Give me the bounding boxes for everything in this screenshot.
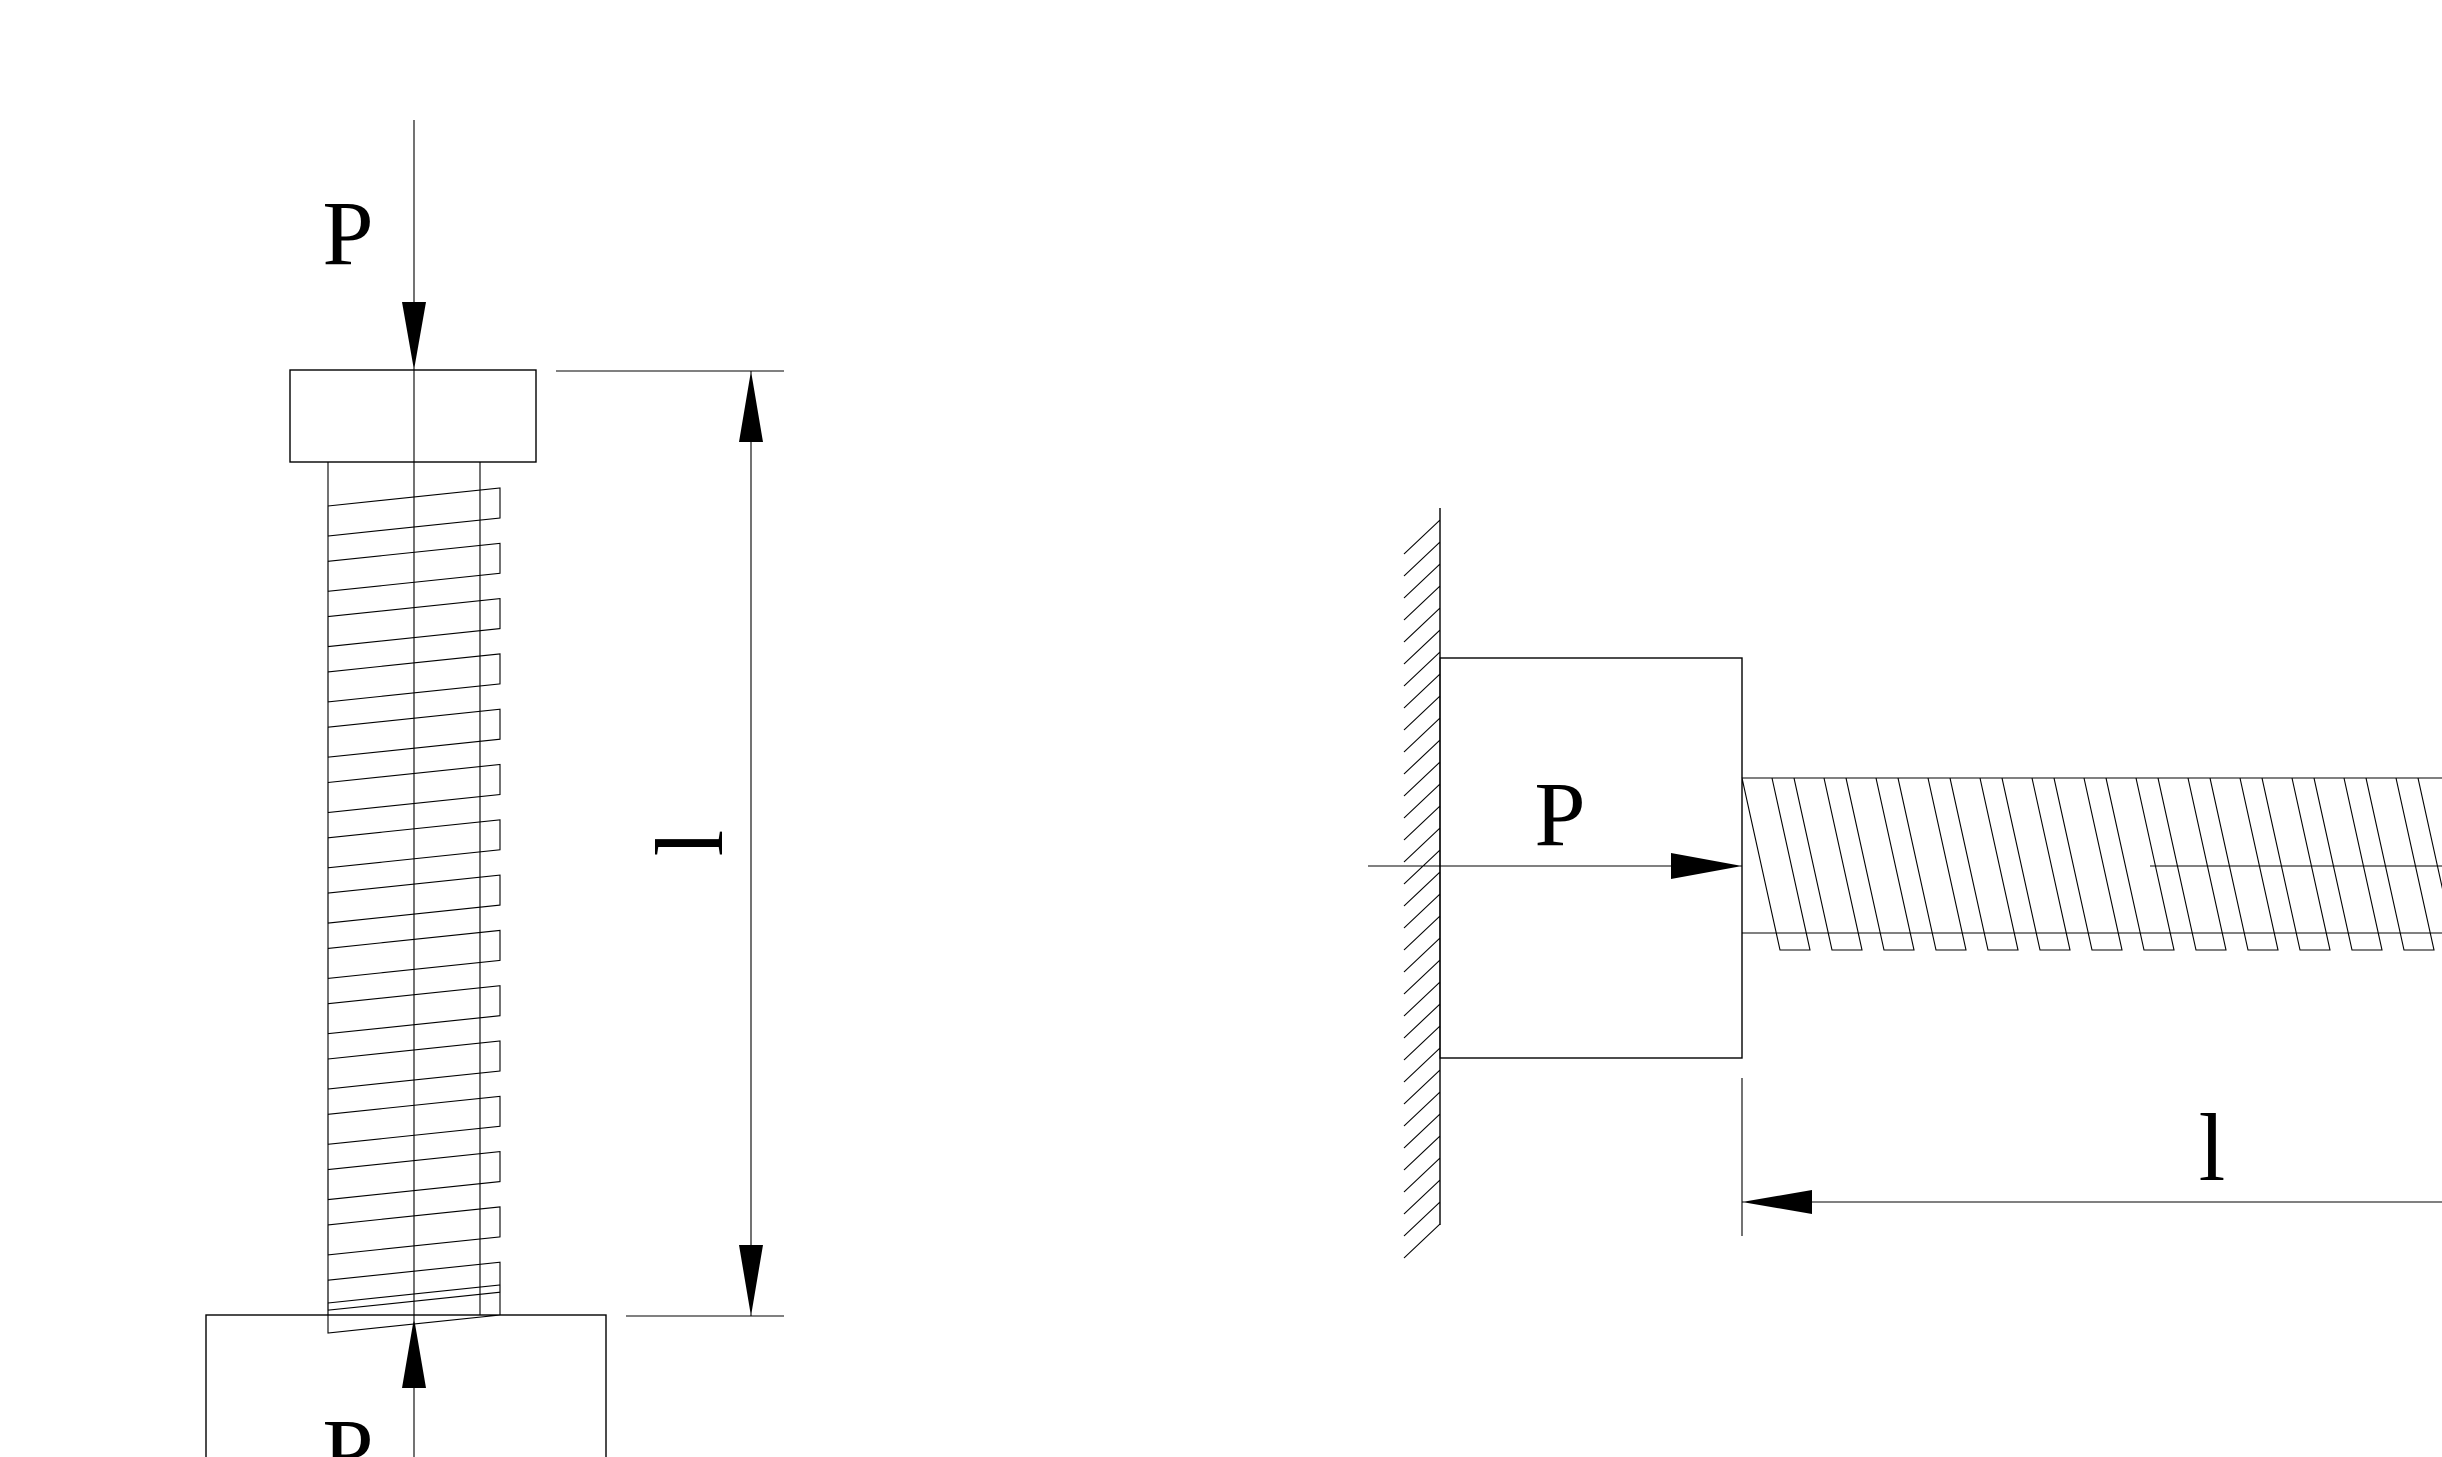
horizontal-dimension-arrow [1742, 1190, 1812, 1214]
thread-band [327, 1095, 501, 1145]
hatch-line [1403, 739, 1441, 775]
thread-band [327, 487, 501, 537]
hatch-line [1403, 1003, 1441, 1039]
hatch-line [1403, 915, 1441, 951]
hatch-line [1403, 1091, 1441, 1127]
hatch-line [1403, 761, 1441, 797]
hatch-line [1403, 783, 1441, 819]
hatch-line [1403, 1135, 1441, 1171]
hatch-line [1403, 607, 1441, 643]
thread-band [327, 1040, 501, 1090]
hatch-line [1403, 1223, 1441, 1259]
thread-band [1793, 777, 1863, 951]
top-load-label: P [322, 182, 373, 284]
vertical-length-label: l [636, 830, 743, 857]
hatch-line [1403, 849, 1441, 885]
wall-hatching [1403, 519, 1441, 1259]
thread-band [327, 1284, 501, 1334]
thread-band [2157, 777, 2227, 951]
thread-band [327, 1150, 501, 1201]
hatch-line [1403, 805, 1441, 841]
hatch-line [1403, 959, 1441, 995]
thread-band [327, 763, 501, 814]
hatch-line [1403, 1201, 1441, 1237]
hatch-line [1403, 1069, 1441, 1105]
thread-band [327, 708, 501, 758]
dimension-arrow-top [739, 371, 763, 442]
thread-band [2261, 777, 2331, 951]
hatch-line [1403, 1179, 1441, 1215]
top-load-arrowhead [402, 302, 426, 370]
vertical-thread-pattern [327, 487, 501, 1334]
thread-band [327, 819, 501, 869]
thread-band [2209, 777, 2279, 951]
dimension-arrow-bottom [739, 1245, 763, 1316]
hatch-line [1403, 1025, 1441, 1061]
thread-band [1949, 777, 2019, 951]
horizontal-thread-pattern [1741, 777, 2442, 951]
thread-band [2001, 777, 2071, 951]
vertical-screw-assembly: P P [205, 120, 607, 1457]
hatch-line [1403, 1157, 1441, 1193]
thread-band [2105, 777, 2175, 951]
thread-band [1897, 777, 1967, 951]
thread-band [2365, 777, 2435, 951]
thread-band [327, 929, 501, 980]
thread-band [327, 653, 501, 703]
horizontal-length-label: l [2199, 1094, 2226, 1201]
thread-band [327, 985, 501, 1035]
hatch-line [1403, 871, 1441, 907]
hatch-line [1403, 1047, 1441, 1083]
hatch-line [1403, 695, 1441, 731]
bottom-load-label: P [322, 1400, 373, 1457]
horizontal-load-arrowhead [1671, 853, 1742, 879]
hatch-line [1403, 563, 1441, 599]
thread-band [327, 542, 501, 592]
horizontal-screw-assembly: P [1368, 508, 2442, 1259]
horizontal-length-dimension: l [1741, 1078, 2442, 1236]
hatch-line [1403, 519, 1441, 555]
thread-band [2053, 777, 2123, 951]
hatch-line [1403, 717, 1441, 753]
hatch-line [1403, 673, 1441, 709]
hatch-line [1403, 651, 1441, 687]
hatch-line [1403, 1113, 1441, 1149]
thread-band [327, 874, 501, 924]
bottom-load-arrowhead [402, 1318, 426, 1388]
thread-band [1845, 777, 1915, 951]
hatch-line [1403, 937, 1441, 973]
hatch-line [1403, 541, 1441, 577]
hatch-line [1403, 893, 1441, 929]
thread-band [1741, 777, 1811, 951]
wall-block [1439, 657, 1743, 1059]
vertical-length-dimension: l [556, 370, 784, 1317]
hatch-line [1403, 981, 1441, 1017]
thread-band [327, 597, 501, 648]
top-cap [289, 369, 537, 463]
thread-band [2313, 777, 2383, 951]
hatch-line [1403, 585, 1441, 621]
bottom-support [205, 1314, 607, 1457]
hatch-line [1403, 827, 1441, 863]
hatch-line [1403, 629, 1441, 665]
thread-band [2417, 777, 2442, 890]
horizontal-load-label: P [1534, 763, 1585, 865]
thread-band [327, 1206, 501, 1256]
